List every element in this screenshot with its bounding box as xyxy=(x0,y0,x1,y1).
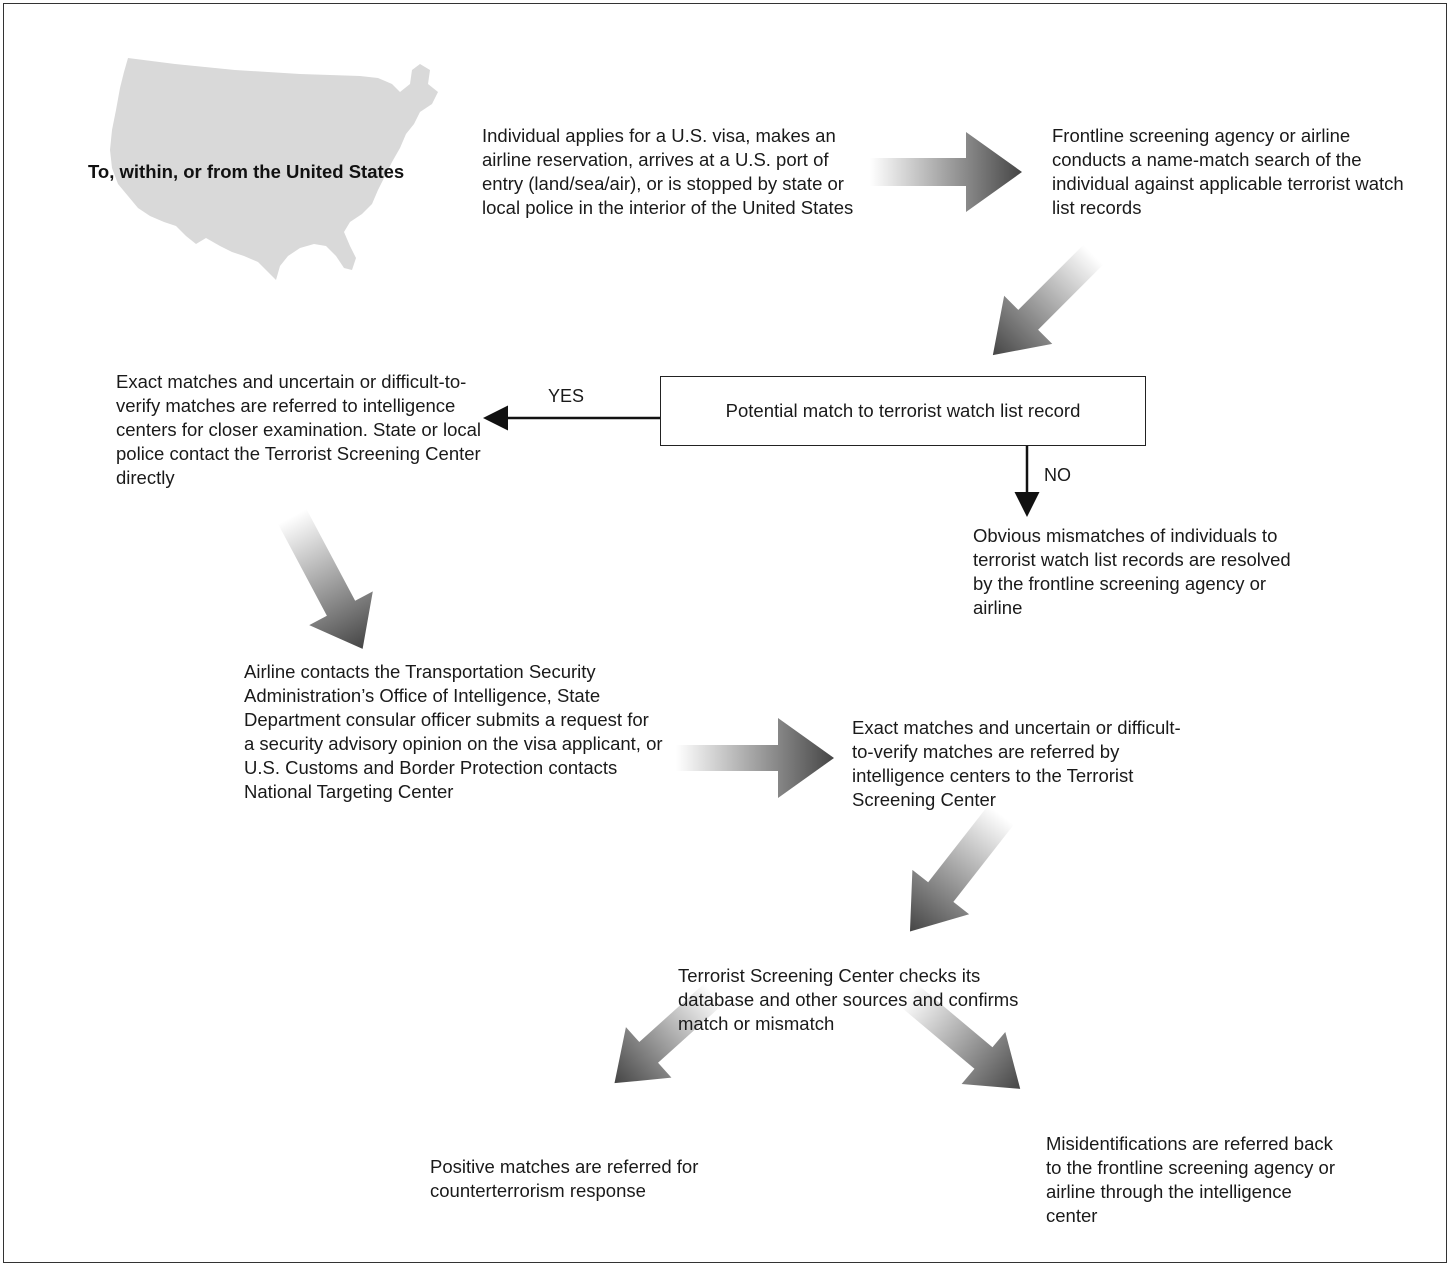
step-misidentified: Misidentifications are referred back to … xyxy=(1046,1133,1335,1226)
step-positive: Positive matches are referred for counte… xyxy=(430,1156,699,1201)
arrow-referred-to-check xyxy=(909,804,1014,932)
potential-match-box: Potential match to terrorist watch list … xyxy=(660,376,1146,446)
step-intel-contact: Airline contacts the Transportation Secu… xyxy=(244,661,663,802)
step-tsc-check: Terrorist Screening Center checks its da… xyxy=(678,965,1019,1034)
yes-label: YES xyxy=(548,386,585,406)
arrow-intel-to-tsc xyxy=(676,718,834,798)
potential-match-label: Potential match to terrorist watch list … xyxy=(725,400,1081,421)
arrow-check-to-positive xyxy=(614,983,724,1084)
step-referred-tsc: Exact matches and uncertain or difficult… xyxy=(852,717,1181,810)
arrow-apply-to-namematch xyxy=(870,132,1022,212)
arrow-yes-to-intel xyxy=(278,508,373,649)
step-yes-outcome: Exact matches and uncertain or difficult… xyxy=(116,371,482,488)
no-label: NO xyxy=(1044,465,1071,485)
step-name-match: Frontline screening agency or airline co… xyxy=(1052,125,1404,218)
step-apply: Individual applies for a U.S. visa, make… xyxy=(482,125,854,218)
arrow-namematch-to-box xyxy=(992,244,1104,356)
us-map-icon xyxy=(110,58,438,280)
region-label: To, within, or from the United States xyxy=(88,161,405,182)
step-no-outcome: Obvious mismatches of individuals to ter… xyxy=(973,525,1291,618)
arrow-check-to-misidentified xyxy=(899,984,1021,1089)
